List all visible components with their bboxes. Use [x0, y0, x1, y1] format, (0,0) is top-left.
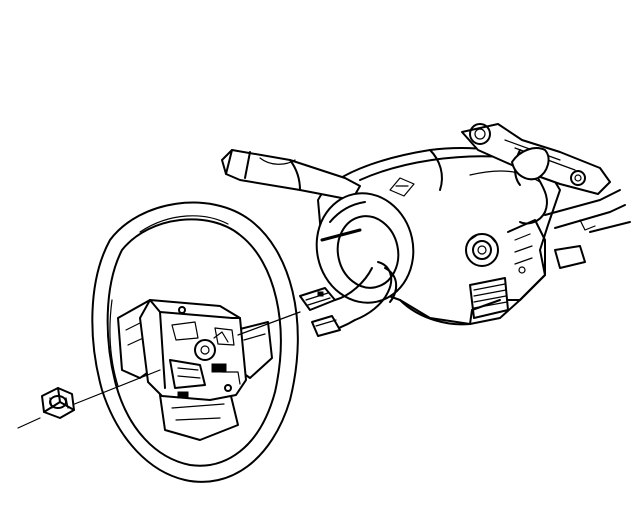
- hazard-arrow-icon: [389, 177, 415, 197]
- lower-connector: [311, 315, 341, 337]
- column-shaft-collar: [315, 192, 415, 304]
- retaining-nut: [41, 387, 75, 419]
- airbag-coil-wiring: [299, 261, 398, 337]
- assembly-centerline: [17, 311, 301, 429]
- housing-vent-grille: [469, 277, 509, 319]
- coil-connector: [299, 287, 336, 311]
- multifunction-lever: [221, 149, 361, 201]
- steering-wheel-hub-plate: [139, 299, 247, 401]
- ignition-lock-cylinder: [465, 233, 499, 267]
- upper-wiring-harness: [511, 147, 550, 225]
- intermediate-shaft: [544, 189, 631, 269]
